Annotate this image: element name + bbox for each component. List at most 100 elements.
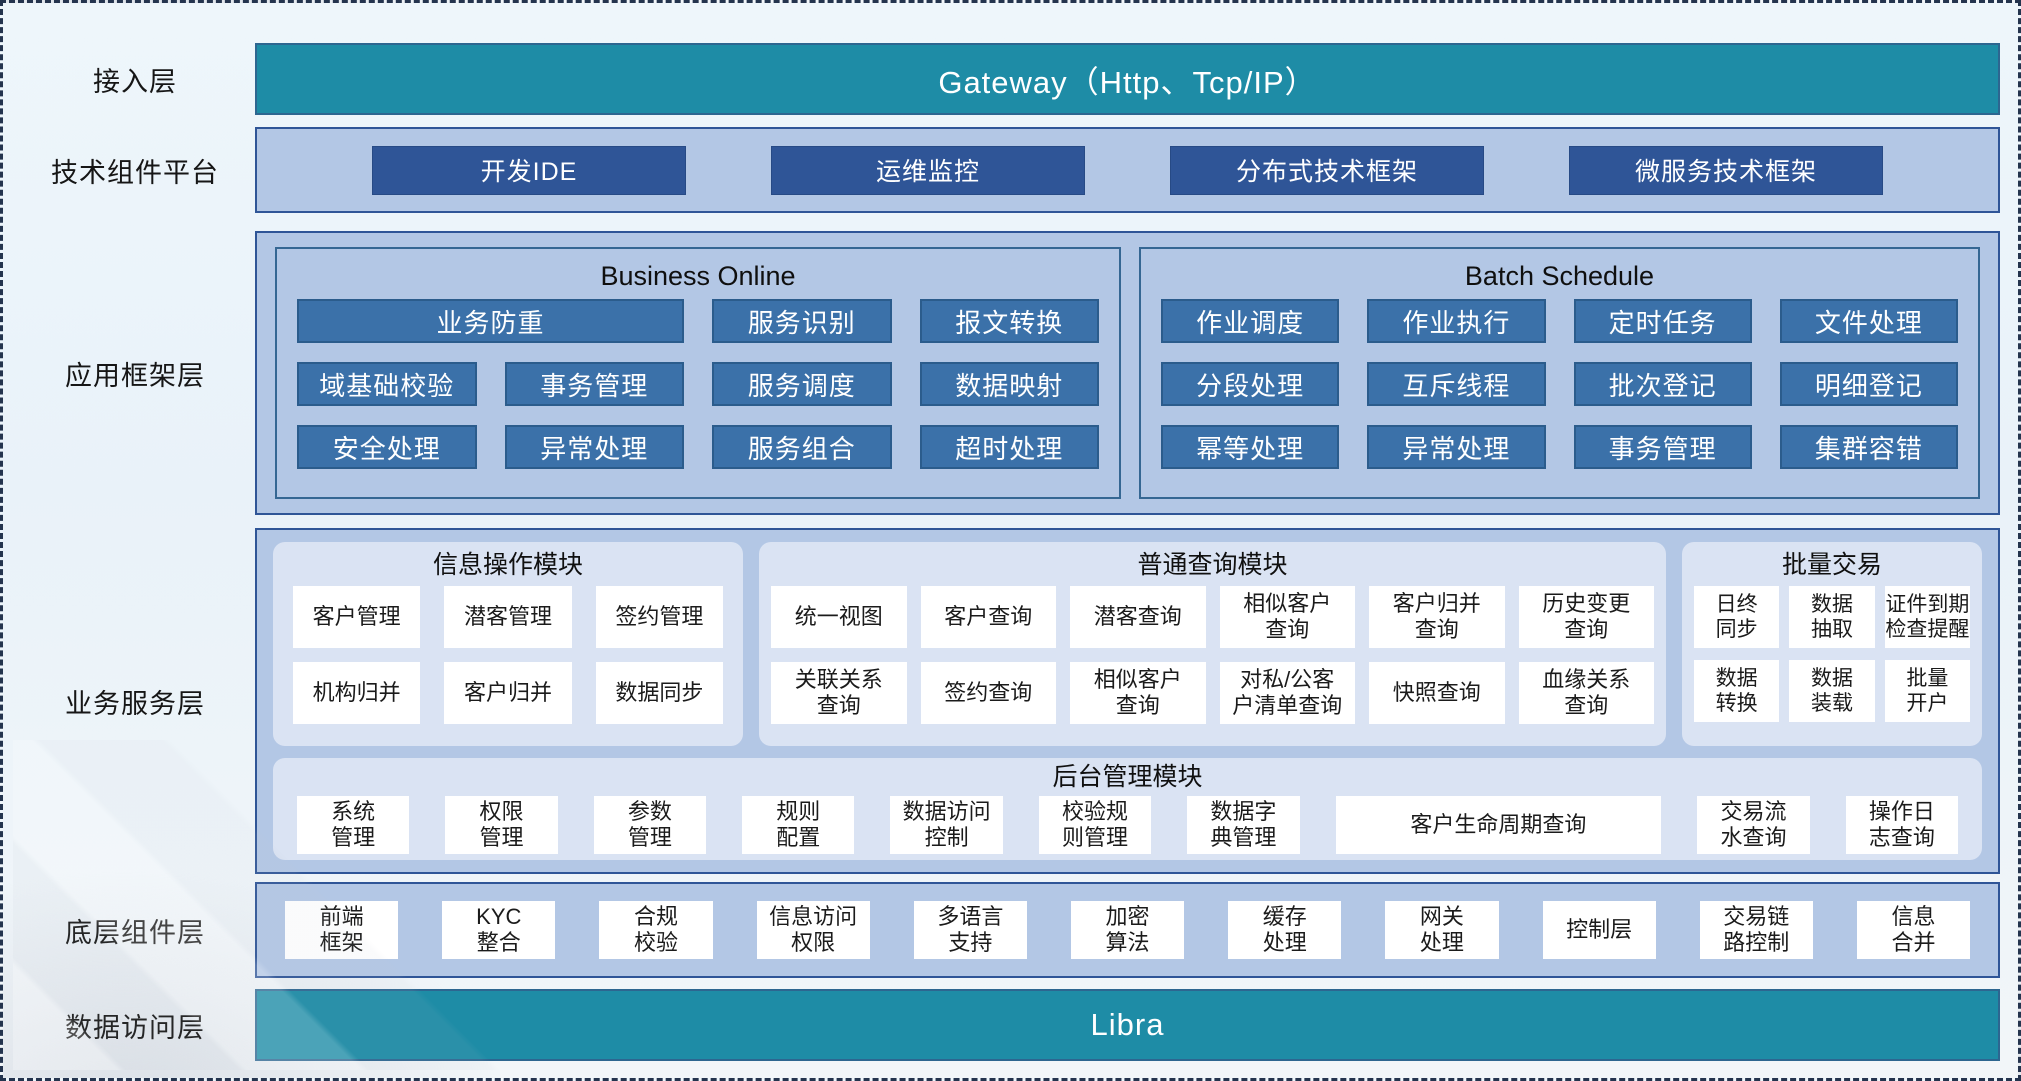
layer-tech-platform: 技术组件平台 开发IDE 运维监控 分布式技术框架 微服务技术框架 xyxy=(15,127,2000,213)
base-component-box: 加密 算法 xyxy=(1070,901,1185,959)
service-box: 潜客查询 xyxy=(1070,586,1206,648)
service-box: 客户查询 xyxy=(920,586,1056,648)
base-component-box: 控制层 xyxy=(1542,901,1656,959)
service-box: 统一视图 xyxy=(771,586,907,648)
base-component-box: 交易链 路控制 xyxy=(1699,901,1813,959)
framework-box: 数据映射 xyxy=(919,362,1099,406)
admin-box: 校验规 则管理 xyxy=(1038,796,1152,854)
service-box: 数据同步 xyxy=(595,662,723,724)
admin-box: 系统 管理 xyxy=(297,796,410,854)
service-box: 签约查询 xyxy=(920,662,1056,724)
framework-box: 服务识别 xyxy=(712,299,892,343)
framework-box: 幂等处理 xyxy=(1161,425,1340,469)
business-service-panel: 信息操作模块 客户管理 潜客管理 签约管理 机构归并 客户归并 数据同步 普通查… xyxy=(255,528,2000,874)
framework-box: 业务防重 xyxy=(297,299,684,343)
admin-box: 数据字 典管理 xyxy=(1187,796,1300,854)
service-box: 客户管理 xyxy=(293,586,421,648)
tech-platform-panel: 开发IDE 运维监控 分布式技术框架 微服务技术框架 xyxy=(255,127,2000,213)
service-box: 客户归并 查询 xyxy=(1369,586,1505,648)
framework-box: 事务管理 xyxy=(504,362,684,406)
base-component-box: 多语言 支持 xyxy=(913,901,1027,959)
service-box: 日终 同步 xyxy=(1694,586,1780,648)
common-query-title: 普通查询模块 xyxy=(1137,551,1288,579)
service-box: 对私/公客 户清单查询 xyxy=(1219,662,1355,724)
service-box: 相似客户 查询 xyxy=(1070,662,1206,724)
tech-component-box: 分布式技术框架 xyxy=(1170,145,1484,195)
layer-label-access: 接入层 xyxy=(93,66,177,97)
tech-component-box: 微服务技术框架 xyxy=(1569,145,1883,195)
base-component-box: 合规 校验 xyxy=(599,901,713,959)
base-component-box: 信息 合并 xyxy=(1856,901,1971,959)
business-online-title: Business Online xyxy=(600,261,796,291)
base-component-box: 网关 处理 xyxy=(1385,901,1499,959)
admin-module: 后台管理模块 系统 管理 权限 管理 参数 管理 规则 配置 数据访问 控制 校… xyxy=(273,758,1982,860)
admin-box: 客户生命周期查询 xyxy=(1335,796,1662,854)
service-box: 数据 抽取 xyxy=(1789,586,1875,648)
framework-box: 定时任务 xyxy=(1573,299,1752,343)
batch-trade-module: 批量交易 日终 同步 数据 抽取 证件到期 检查提醒 数据 转换 数据 装载 批… xyxy=(1682,542,1982,746)
layer-data-access: 数据访问层 Libra xyxy=(15,989,2000,1061)
gateway-bar: Gateway（Http、Tcp/IP） xyxy=(255,43,2000,115)
framework-box: 分段处理 xyxy=(1161,362,1340,406)
batch-schedule-title: Batch Schedule xyxy=(1464,261,1655,291)
business-online-panel: Business Online 业务防重 服务识别 报文转换 域基础校验 事务管… xyxy=(275,247,1121,499)
tech-component-box: 运维监控 xyxy=(771,145,1085,195)
framework-box: 异常处理 xyxy=(1367,425,1546,469)
base-component-box: 信息访问 权限 xyxy=(756,901,870,959)
framework-box: 异常处理 xyxy=(504,425,684,469)
admin-box: 数据访问 控制 xyxy=(890,796,1003,854)
framework-box: 事务管理 xyxy=(1573,425,1752,469)
framework-box: 安全处理 xyxy=(297,425,477,469)
batch-trade-title: 批量交易 xyxy=(1781,551,1882,579)
service-box: 血缘关系 查询 xyxy=(1518,662,1654,724)
service-box: 关联关系 查询 xyxy=(771,662,907,724)
layer-label-app-framework: 应用框架层 xyxy=(65,360,205,391)
framework-box: 互斥线程 xyxy=(1367,362,1546,406)
service-box: 快照查询 xyxy=(1369,662,1505,724)
service-box: 相似客户 查询 xyxy=(1219,586,1355,648)
base-component-box: KYC 整合 xyxy=(442,901,556,959)
libra-bar: Libra xyxy=(255,989,2000,1061)
service-box: 潜客管理 xyxy=(444,586,572,648)
service-box: 机构归并 xyxy=(293,662,421,724)
framework-box: 报文转换 xyxy=(919,299,1099,343)
framework-box: 批次登记 xyxy=(1573,362,1752,406)
layer-base-components: 底层组件层 前端 框架 KYC 整合 合规 校验 信息访问 权限 多语言 支持 … xyxy=(15,882,2000,978)
layer-label-data-access: 数据访问层 xyxy=(65,1012,205,1043)
framework-box: 文件处理 xyxy=(1779,299,1958,343)
service-box: 证件到期 检查提醒 xyxy=(1884,586,1970,648)
service-box: 客户归并 xyxy=(444,662,572,724)
common-query-module: 普通查询模块 统一视图 客户查询 潜客查询 相似客户 查询 客户归并 查询 历史… xyxy=(759,542,1666,746)
info-operation-module: 信息操作模块 客户管理 潜客管理 签约管理 机构归并 客户归并 数据同步 xyxy=(273,542,743,746)
layer-business-service: 业务服务层 信息操作模块 客户管理 潜客管理 签约管理 机构归并 客户归并 数据… xyxy=(15,528,2000,874)
base-component-box: 缓存 处理 xyxy=(1228,901,1342,959)
layer-app-framework: 应用框架层 Business Online 业务防重 服务识别 报文转换 域基础… xyxy=(15,231,2000,515)
layer-label-business-service: 业务服务层 xyxy=(65,688,205,719)
framework-box: 明细登记 xyxy=(1779,362,1958,406)
layer-label-tech-platform: 技术组件平台 xyxy=(51,157,219,188)
framework-box: 集群容错 xyxy=(1779,425,1958,469)
admin-module-title: 后台管理模块 xyxy=(1052,763,1203,791)
framework-box: 服务调度 xyxy=(712,362,892,406)
layer-label-base-components: 底层组件层 xyxy=(65,917,205,948)
admin-box: 参数 管理 xyxy=(593,796,707,854)
framework-box: 域基础校验 xyxy=(297,362,477,406)
framework-box: 服务组合 xyxy=(712,425,892,469)
service-box: 数据 装载 xyxy=(1789,660,1875,722)
tech-component-box: 开发IDE xyxy=(372,145,686,195)
batch-schedule-panel: Batch Schedule 作业调度 作业执行 定时任务 文件处理 分段处理 … xyxy=(1139,247,1980,499)
service-box: 批量 开户 xyxy=(1884,660,1970,722)
admin-box: 权限 管理 xyxy=(445,796,558,854)
admin-box: 操作日 志查询 xyxy=(1845,796,1959,854)
info-operation-title: 信息操作模块 xyxy=(432,551,583,579)
service-box: 签约管理 xyxy=(595,586,723,648)
framework-box: 超时处理 xyxy=(919,425,1099,469)
service-box: 历史变更 查询 xyxy=(1518,586,1654,648)
framework-box: 作业执行 xyxy=(1367,299,1546,343)
base-component-box: 前端 框架 xyxy=(285,901,399,959)
app-framework-panel: Business Online 业务防重 服务识别 报文转换 域基础校验 事务管… xyxy=(255,231,2000,515)
layer-access: 接入层 Gateway（Http、Tcp/IP） xyxy=(15,43,2000,115)
admin-box: 规则 配置 xyxy=(742,796,855,854)
service-box: 数据 转换 xyxy=(1694,660,1780,722)
